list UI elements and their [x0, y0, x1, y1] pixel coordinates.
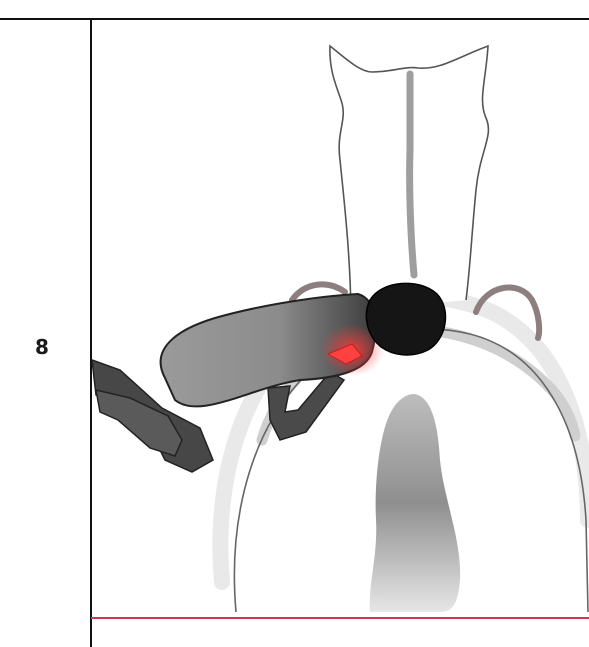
- horse-mane: [370, 394, 460, 612]
- rider-head: [366, 283, 445, 355]
- step-number: 8: [35, 335, 49, 359]
